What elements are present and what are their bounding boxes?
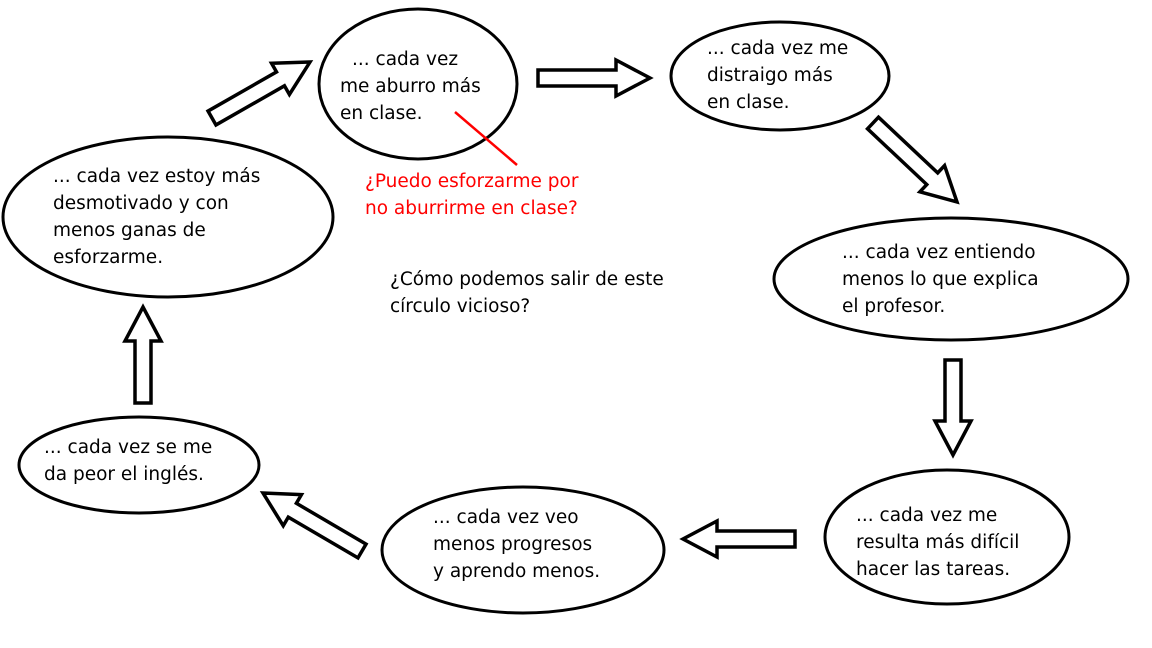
node-text-aburro: ... cada vez me aburro más en clase. [340, 46, 481, 127]
block-arrow-icon [536, 57, 654, 99]
central-question: ¿Cómo podemos salir de este círculo vici… [390, 266, 664, 320]
node-line: ... cada vez me [856, 505, 998, 526]
node-text-desmotivado: ... cada vez estoy más desmotivado y con… [53, 163, 260, 271]
node-text-entiendo: ... cada vez entiendo menos lo que expli… [842, 239, 1039, 320]
block-arrow-icon [122, 303, 164, 405]
node-line: en clase. [340, 103, 423, 124]
node-line: hacer las tareas. [856, 559, 1011, 580]
node-text-progresos: ... cada vez veo menos progresos y apren… [433, 504, 600, 585]
node-ellipse-ingles [17, 415, 261, 515]
node-ellipse-desmotivado [1, 135, 335, 299]
block-arrow-icon [932, 358, 974, 459]
node-line: menos lo que explica [842, 269, 1039, 290]
node-line: ... cada vez estoy más [53, 166, 261, 187]
annotation-line: no aburrirme en clase? [365, 198, 578, 219]
node-line: ... cada vez [352, 49, 459, 70]
block-arrow-icon [865, 114, 960, 205]
node-line: el profesor. [842, 296, 946, 317]
node-line: en clase. [707, 92, 790, 113]
node-line: menos ganas de [53, 220, 206, 241]
node-line: da peor el inglés. [44, 464, 204, 485]
node-line: distraigo más [707, 65, 833, 86]
node-line: esforzarme. [53, 247, 164, 268]
node-line: y aprendo menos. [433, 561, 601, 582]
node-line: me aburro más [340, 76, 481, 97]
node-line: desmotivado y con [53, 193, 229, 214]
node-line: ... cada vez veo [433, 507, 579, 528]
node-text-tareas: ... cada vez me resulta más difícil hace… [856, 502, 1019, 583]
node-ellipse-progresos [380, 485, 666, 615]
node-line: menos progresos [433, 534, 593, 555]
block-arrow-icon [679, 518, 797, 560]
annotation-line: ¿Puedo esforzarme por [365, 171, 579, 192]
block-arrow-icon [259, 491, 369, 561]
node-ellipse-tareas [823, 468, 1071, 606]
node-ellipse-distraigo [669, 20, 891, 132]
node-line: ... cada vez entiendo [842, 242, 1036, 263]
question-line: ¿Cómo podemos salir de este [390, 269, 664, 290]
node-line: ... cada vez se me [44, 437, 213, 458]
block-arrow-icon [205, 60, 314, 128]
annotation-text: ¿Puedo esforzarme por no aburrirme en cl… [365, 168, 578, 222]
node-line: resulta más difícil [856, 532, 1020, 553]
node-ellipse-entiendo [772, 216, 1130, 342]
annotation-connector-line [454, 111, 518, 166]
question-line: círculo vicioso? [390, 296, 531, 317]
node-line: ... cada vez me [707, 38, 849, 59]
node-text-ingles: ... cada vez se me da peor el inglés. [44, 434, 212, 488]
node-text-distraigo: ... cada vez me distraigo más en clase. [707, 35, 848, 116]
